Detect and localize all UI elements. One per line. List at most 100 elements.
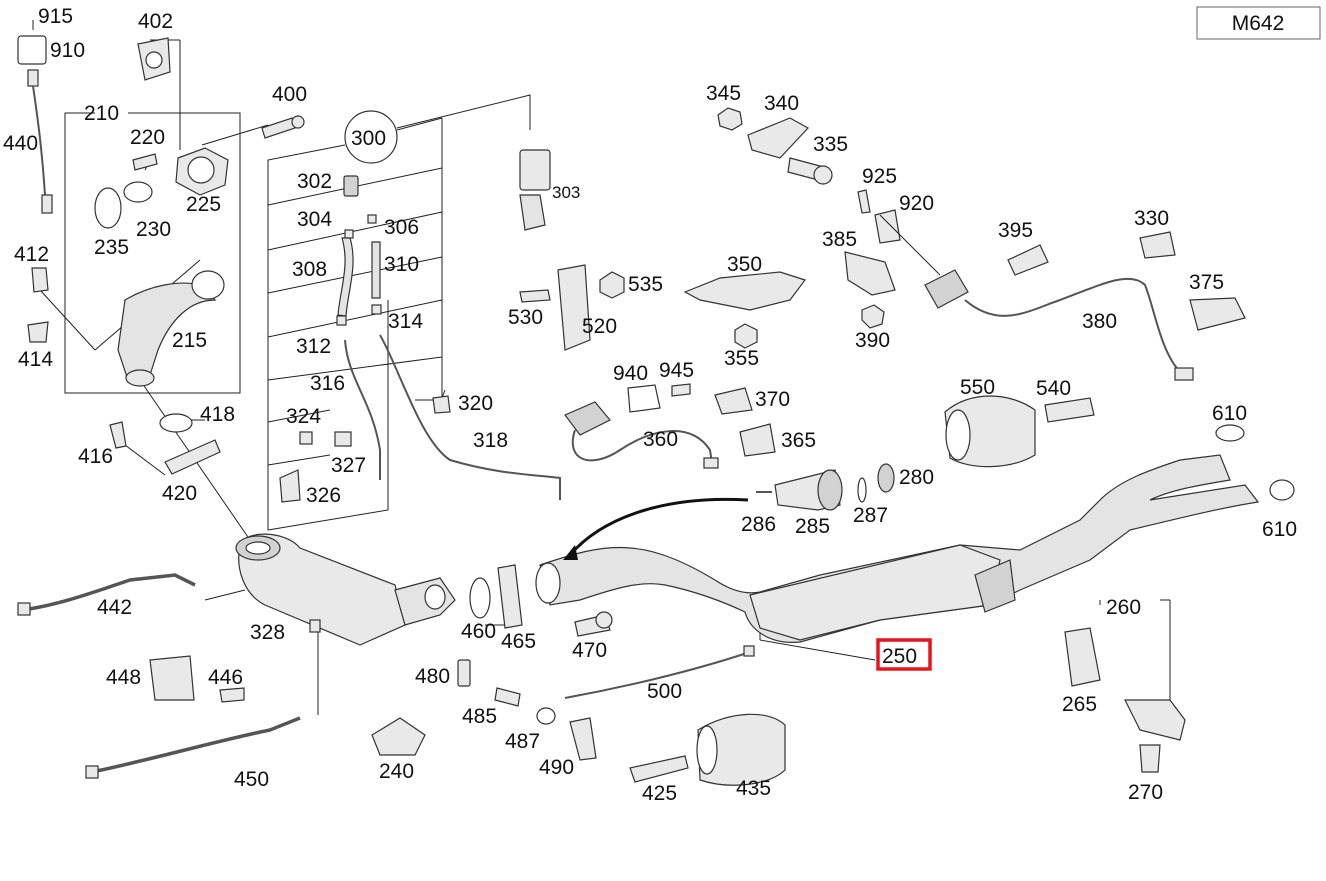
label-380: 380 [1082,310,1117,333]
label-286: 286 [741,513,776,536]
nut-355 [734,323,758,349]
label-550: 550 [960,376,995,399]
label-418: 418 [200,403,235,426]
bracket-326 [279,469,301,503]
clamp-420 [164,439,221,475]
label-520: 520 [582,315,617,338]
label-448: 448 [106,666,141,689]
label-210: 210 [84,102,119,125]
gasket-418 [159,413,193,433]
bracket-340 [747,117,809,159]
bracket-490 [569,717,597,761]
label-306: 306 [384,216,419,239]
part-945 [671,383,691,397]
clip-306 [367,214,377,224]
bolt-530 [519,289,551,303]
bolt-412 [31,267,49,293]
clip-327 [334,431,352,447]
label-265: 265 [1062,693,1097,716]
flange-225 [175,147,229,196]
bracket-385 [844,251,896,296]
group-300-circle [344,110,398,164]
label-285: 285 [795,515,830,538]
label-442: 442 [97,596,132,619]
label-324: 324 [286,405,321,428]
label-370: 370 [755,388,790,411]
label-318: 318 [473,429,508,452]
label-350: 350 [727,253,762,276]
bracket-520 [557,264,591,351]
washer-487 [536,707,556,725]
sensor-500 [564,645,755,699]
label-945: 945 [659,359,694,382]
bracket-260 [1124,699,1186,741]
gasket-460 [469,577,491,619]
bracket-375 [1189,297,1246,331]
clip-314 [371,304,382,315]
label-235: 235 [94,236,129,259]
ring-287 [857,477,867,503]
label-360: 360 [643,428,678,451]
label-402: 402 [138,10,173,33]
label-400: 400 [272,83,307,106]
sensor-302 [343,175,359,197]
bracket-320 [432,395,451,414]
label-250: 250 [882,645,917,668]
label-416: 416 [78,445,113,468]
sensor-380 [924,269,1194,381]
label-327: 327 [331,454,366,477]
label-240: 240 [379,760,414,783]
label-316: 316 [310,372,345,395]
label-450: 450 [234,768,269,791]
label-215: 215 [172,329,207,352]
label-314: 314 [388,310,423,333]
label-345: 345 [706,82,741,105]
bracket-448 [149,655,195,701]
flap-285 [774,469,843,511]
label-530: 530 [508,306,543,329]
bolt-485 [494,687,521,707]
label-610-top: 610 [1212,402,1247,425]
label-440: 440 [3,132,38,155]
bolt-270 [1139,744,1161,773]
clip-330 [1139,231,1176,259]
sensor-442 [17,573,196,616]
label-910: 910 [50,39,85,62]
bolt-540 [1044,397,1095,423]
label-287: 287 [853,504,888,527]
label-460: 460 [461,620,496,643]
label-925: 925 [862,165,897,188]
label-310: 310 [384,253,419,276]
label-385: 385 [822,228,857,251]
highlight-box-250 [876,638,932,671]
label-446: 446 [208,666,243,689]
bolt-470 [574,611,613,637]
label-920: 920 [899,192,934,215]
bolt-446 [219,687,245,703]
label-260: 260 [1106,596,1141,619]
gasket-402 [137,37,171,81]
bracket-480 [457,659,471,687]
model-code: M642 [1232,12,1285,35]
label-535: 535 [628,273,663,296]
model-code-box [1196,6,1321,40]
label-487: 487 [505,730,540,753]
label-940: 940 [613,362,648,385]
label-220: 220 [130,126,165,149]
label-330: 330 [1134,207,1169,230]
label-304: 304 [297,208,332,231]
clamp-610-right [1269,479,1295,501]
pipe-elbow-215 [117,270,225,387]
bolt-220 [132,153,158,171]
label-420: 420 [162,482,197,505]
nut-390 [861,304,885,329]
label-480: 480 [415,665,450,688]
bracket-414 [27,321,49,343]
label-328: 328 [250,621,285,644]
bolt-416 [109,421,127,449]
bracket-370 [714,387,753,415]
label-610-right: 610 [1262,518,1297,541]
nut-535 [599,271,625,299]
label-308: 308 [292,258,327,281]
